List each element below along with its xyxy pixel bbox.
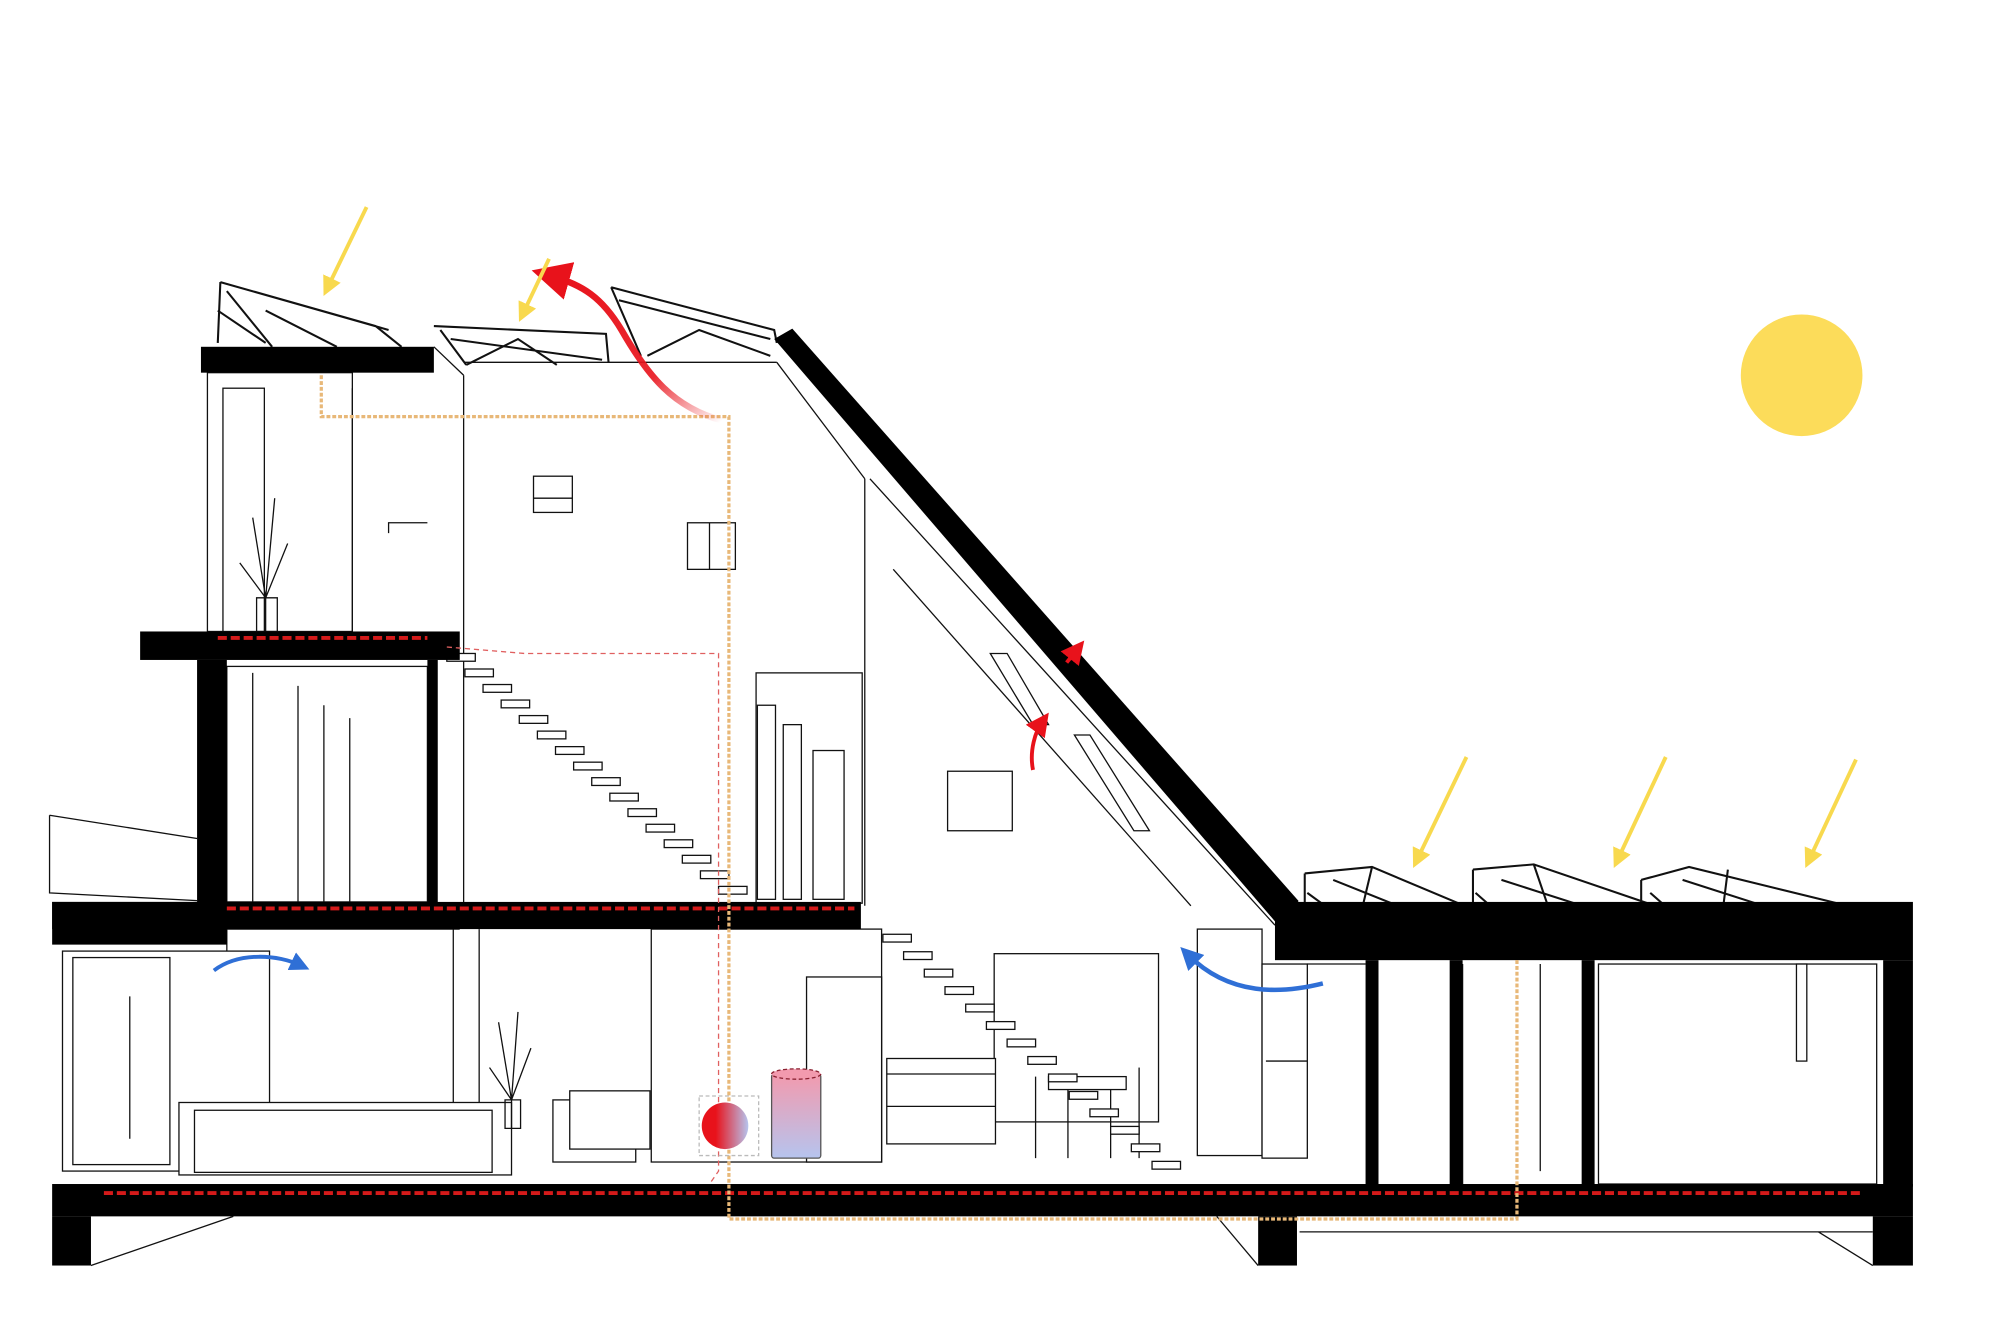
stair-tread <box>609 792 639 802</box>
warm-air-arrow <box>1060 640 1085 666</box>
stair-tread <box>1151 1160 1182 1170</box>
column <box>197 659 227 906</box>
sun-ray-arrow <box>518 257 551 322</box>
column <box>1449 960 1463 1187</box>
upper-roof-slab <box>200 346 434 373</box>
stair-tread <box>985 1020 1016 1031</box>
solar-panel <box>216 281 403 348</box>
stair-tread <box>944 986 975 996</box>
dining-table <box>1034 1067 1140 1159</box>
stair-tread <box>554 745 585 756</box>
column <box>1581 960 1595 1187</box>
column <box>1883 960 1913 1187</box>
stair-tread <box>645 823 676 833</box>
floor-heating-lines <box>103 636 1864 1196</box>
sun-ray-arrow <box>1613 756 1668 869</box>
stair-tread <box>663 839 694 849</box>
stair-tread <box>518 714 549 724</box>
stair-tread <box>627 808 658 818</box>
sun-ray-arrow <box>323 206 369 297</box>
stair-tread <box>464 668 495 678</box>
structure <box>52 328 1913 1266</box>
column <box>427 659 438 906</box>
floating-staircase <box>446 652 1182 1170</box>
foundation-leg <box>1258 1216 1297 1266</box>
stair-tread <box>923 968 954 978</box>
sun-ray-arrow <box>1412 756 1469 868</box>
stair-tread <box>591 777 621 787</box>
cool-air-arrow <box>212 952 310 973</box>
stair-tread <box>717 885 748 895</box>
stair-tread <box>1068 1090 1099 1100</box>
hot-water-tank <box>770 1068 822 1159</box>
stair-tread <box>1089 1108 1120 1118</box>
stair-tread <box>1109 1125 1140 1135</box>
heat-pump <box>698 1095 760 1157</box>
stair-tread <box>500 699 531 709</box>
upper-floor-slab <box>140 631 460 660</box>
sun-ray-arrow <box>1804 758 1858 869</box>
cool-air-arrow <box>1180 946 1324 993</box>
stair-tread <box>1047 1073 1078 1083</box>
stair-tread <box>699 870 730 880</box>
solar-panel <box>433 325 610 366</box>
warm-air-arrow <box>1025 712 1049 771</box>
stair-tread <box>882 933 913 943</box>
warm-air-arrow <box>531 262 724 424</box>
ground-slab <box>52 1184 1913 1217</box>
stair-tread <box>572 761 603 771</box>
foundation-leg <box>1872 1216 1913 1266</box>
interior-linework <box>48 346 1878 1267</box>
foundation-leg <box>52 1216 91 1266</box>
solar-pipe-loop <box>319 375 1519 1221</box>
sloped-roof <box>774 328 1299 922</box>
right-roof-slab <box>1274 901 1913 961</box>
stair-tread <box>536 730 567 740</box>
plant <box>239 498 532 1130</box>
stair-tread <box>965 1003 995 1013</box>
stair-tread <box>482 683 513 693</box>
column <box>1365 960 1379 1187</box>
stair-tread <box>902 951 933 961</box>
sun-icon <box>1740 314 1863 437</box>
furniture <box>178 498 1140 1176</box>
stair-tread <box>1006 1038 1037 1048</box>
stair-tread <box>1027 1055 1057 1065</box>
heating-pipe <box>446 646 720 1185</box>
solar-panel <box>610 286 778 357</box>
stair-tread <box>1130 1143 1161 1153</box>
stair-tread <box>681 854 712 864</box>
solar-panels <box>216 281 1890 923</box>
sun-ray-arrows <box>323 206 1858 869</box>
